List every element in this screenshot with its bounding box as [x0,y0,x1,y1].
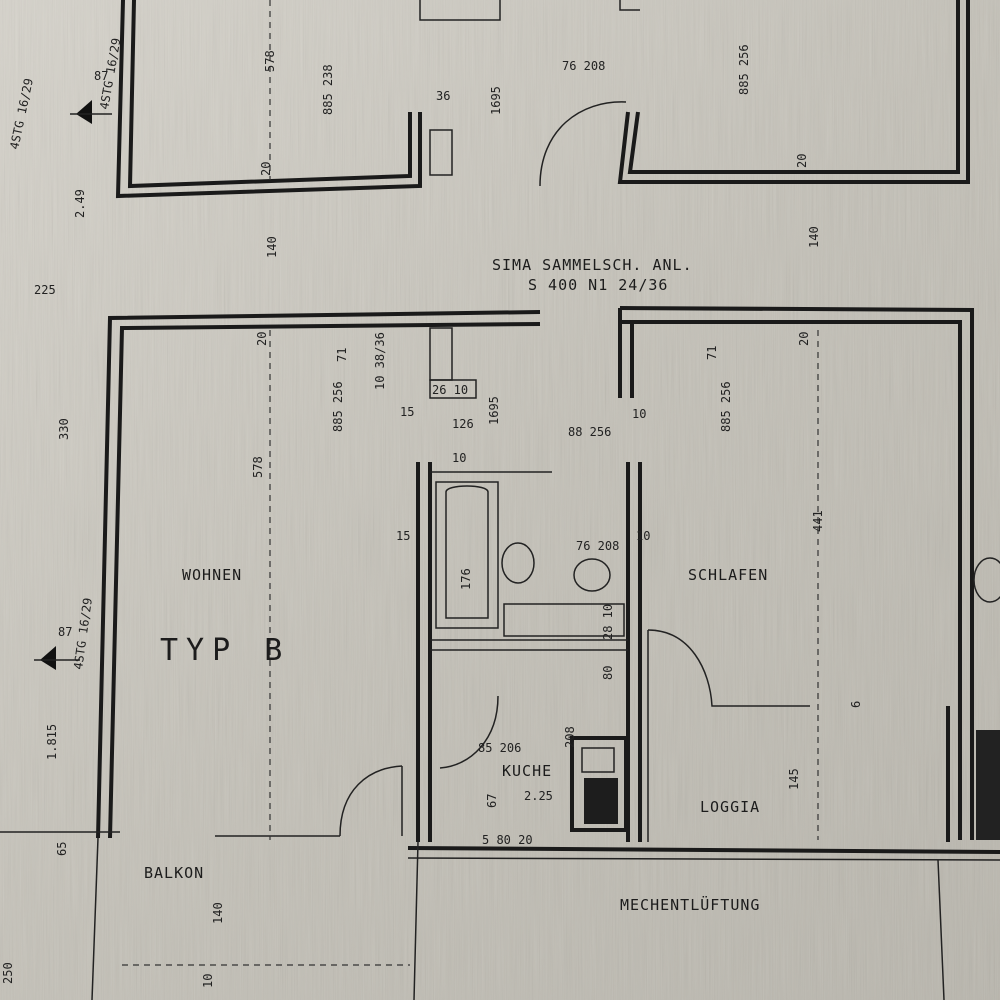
dim-885-238: 885 238 [321,64,335,115]
room-label-balkon: BALKON [144,864,204,882]
ventilation-label: MECHENTLÜFTUNG [620,895,760,914]
dim-885-256-l: 885 256 [331,381,345,432]
lower-unit-walls [0,306,1000,1000]
dim-885-256-top: 885 256 [737,44,751,95]
dim-80: 80 [601,666,615,680]
dim-88-256: 88 256 [568,425,611,439]
dim-10-3836: 10 38/36 [373,332,387,390]
dim-249: 2.49 [73,189,87,218]
dim-10-bottom: 10 [201,974,215,988]
dim-578-mid: 578 [251,456,265,478]
dim-441: 441 [811,510,825,532]
dim-5-8020: 5 80 20 [482,833,533,847]
dim-578-top: 578 [263,50,277,72]
unit-type-label: TYP B [160,633,290,668]
dim-87-a: 87 [94,69,108,83]
level-marker-mid [34,646,80,670]
dim-87-b: 87 [58,625,72,639]
room-label-loggia: LOGGIA [700,798,760,816]
room-label-kuche: KUCHE [502,762,552,780]
dim-225-left: 225 [34,283,56,297]
dim-20-d: 20 [797,332,811,346]
dim-10-b: 10 [452,451,466,465]
dim-85-206: 85 206 [478,741,521,755]
dim-20-b: 20 [795,154,809,168]
dim-71-a: 71 [335,348,349,362]
dim-250: 250 [1,962,15,984]
duct-label-line2: S 400 N1 24/36 [528,276,668,294]
dim-76-208-top: 76 208 [562,59,605,73]
dim-140-a: 140 [265,236,279,258]
dim-15-b: 15 [396,529,410,543]
dim-10-c: 10 [636,529,650,543]
dim-67: 67 [485,794,499,808]
dim-2610: 26 10 [432,383,468,397]
dim-28-10: 28 10 [601,604,615,640]
room-label-wohnen: WOHNEN [182,566,242,584]
dim-330: 330 [57,418,71,440]
dim-1815: 1.815 [45,724,59,760]
dim-885-256-r: 885 256 [719,381,733,432]
upper-unit-walls [115,0,970,199]
dim-208: 208 [563,726,577,748]
dimension-labels: 578 885 238 36 1695 76 208 885 256 20 20… [1,44,863,988]
dim-20-a: 20 [259,162,273,176]
dim-1695-top: 1695 [489,86,503,115]
dim-10-a: 10 [632,407,646,421]
dim-225-kuche: 2.25 [524,789,553,803]
dim-36: 36 [436,89,450,103]
dim-6: 6 [849,701,863,708]
level-marker-top [70,100,112,124]
dim-176: 176 [459,568,473,590]
dim-126: 126 [452,417,474,431]
dim-65: 65 [55,842,69,856]
dim-15-a: 15 [400,405,414,419]
dim-145: 145 [787,768,801,790]
room-label-schlafen: SCHLAFEN [688,566,768,584]
duct-label-line1: SIMA SAMMELSCH. ANL. [492,256,693,274]
dim-76-208-mid: 76 208 [576,539,619,553]
dim-20-c: 20 [255,332,269,346]
dim-1695-mid: 1695 [487,396,501,425]
dim-140-b: 140 [807,226,821,248]
dim-140-bottom: 140 [211,902,225,924]
dim-71-b: 71 [705,346,719,360]
